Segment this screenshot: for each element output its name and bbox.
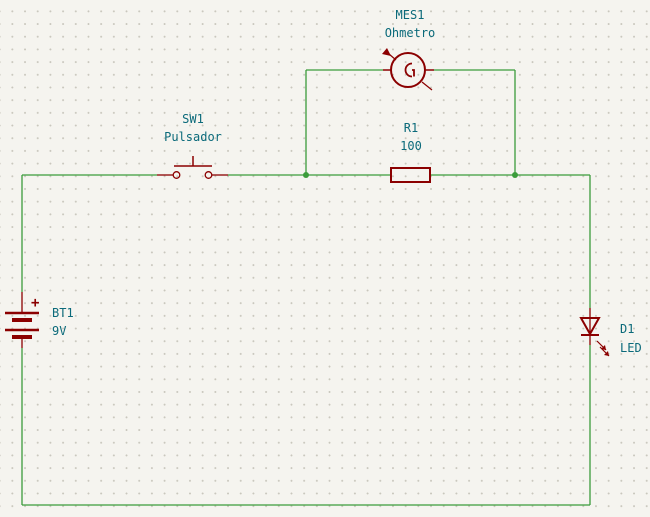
resistor-value: 100 — [400, 139, 422, 153]
meter-arrow-icon — [382, 48, 391, 56]
switch-ref: SW1 — [182, 112, 204, 126]
junction-right[interactable] — [512, 172, 518, 178]
battery-value: 9V — [52, 324, 66, 338]
battery-symbol[interactable] — [5, 292, 39, 348]
meter-ref: MES1 — [396, 8, 425, 22]
battery-ref: BT1 — [52, 306, 74, 320]
junction-left[interactable] — [303, 172, 309, 178]
resistor-symbol[interactable] — [390, 167, 431, 183]
led-ref: D1 — [620, 322, 634, 336]
led-emission-arrow-icon — [601, 345, 606, 350]
resistor-ref: R1 — [404, 121, 418, 135]
led-emission-arrow-icon — [604, 351, 609, 356]
wires — [21, 69, 591, 506]
meter-symbol[interactable] — [383, 52, 434, 91]
led-value: LED — [620, 341, 642, 355]
switch-symbol[interactable] — [157, 156, 228, 179]
switch-value: Pulsador — [164, 130, 222, 144]
meter-value: Ohmetro — [385, 26, 436, 40]
battery-polarity-mark: + — [31, 295, 39, 311]
